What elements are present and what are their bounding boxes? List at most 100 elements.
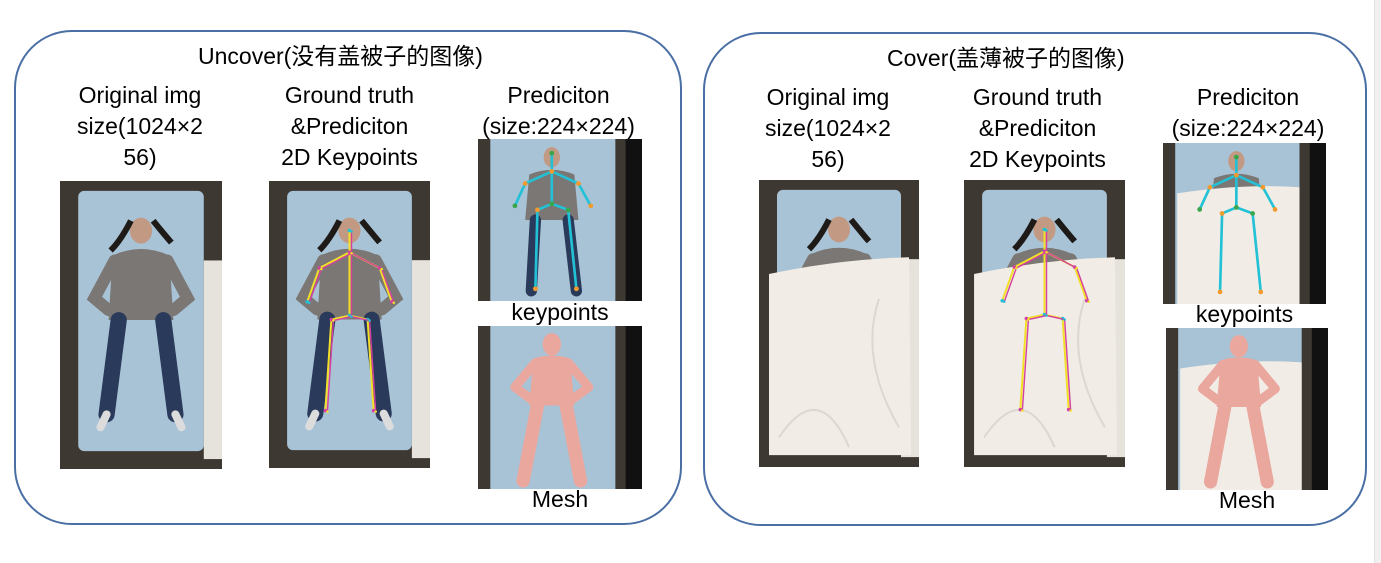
pred-skeleton-joint [392, 301, 396, 304]
pred-skeleton-bone [368, 319, 377, 413]
cover-keypoints-svg [1163, 143, 1326, 304]
pred-skeleton-joint [1217, 289, 1223, 295]
pred-skeleton-joint [1045, 250, 1048, 254]
blanket [974, 257, 1117, 456]
scrollbar[interactable] [1374, 0, 1381, 563]
gt-skeleton-bone [324, 318, 333, 412]
pred-skeleton-joint [1258, 289, 1264, 295]
uncover-keypoints-svg [478, 139, 642, 301]
mesh-arms [510, 358, 594, 404]
pred-skeleton-bone [1235, 173, 1265, 189]
mesh-head [542, 333, 562, 356]
pred-skeleton-joint [549, 169, 555, 174]
hair [317, 218, 382, 253]
pred-skeleton-joint [368, 319, 371, 322]
mesh-torso [1216, 357, 1262, 407]
pred-skeleton-joint [512, 203, 518, 209]
hair [1012, 217, 1077, 252]
pred-skeleton-joint [320, 267, 323, 271]
pred-skeleton-bone [1045, 251, 1078, 269]
pred-skeleton-joint [1015, 266, 1018, 270]
blanket-folds [778, 298, 900, 448]
pred-skeleton-bone [1045, 314, 1066, 321]
uncover-mesh-svg [478, 326, 642, 489]
pred-skeleton-bone [550, 202, 570, 212]
pred-skeleton-joint [326, 410, 329, 413]
pred-skeleton-joint [1087, 300, 1091, 303]
pred-skeleton-bone [380, 268, 395, 304]
uncover-title: Uncover(没有盖被子的图像) [198, 43, 483, 69]
pred-skeleton-joint [535, 207, 540, 213]
gt-skeleton-bone [330, 314, 351, 321]
gt-skeleton-bone [318, 251, 351, 270]
uncover-original-image [60, 181, 222, 469]
pred-skeleton-joint [1207, 184, 1213, 190]
pred-skeleton-bone [326, 319, 335, 413]
mesh-arms [1197, 359, 1280, 406]
pred-skeleton-bone [350, 315, 371, 322]
gt-skeleton-bone [306, 267, 321, 303]
uncover-keypoints-image [478, 139, 642, 301]
gt-skeleton-bone [1001, 266, 1016, 302]
mesh-legs [516, 398, 588, 488]
pred-skeleton-joint [1075, 266, 1078, 270]
pred-skeleton-joint [350, 230, 353, 233]
pred-skeleton-joint [576, 181, 581, 186]
pred-skeleton-bone [350, 252, 383, 270]
pred-skeleton-bone [332, 315, 353, 322]
uncover-prediction-label: Prediciton(size:224×224) [482, 82, 635, 139]
pred-skeleton-joint [1002, 300, 1006, 303]
uncover-original-svg [60, 181, 222, 469]
gt-skeleton-bone [1013, 250, 1046, 269]
pred-skeleton-joint [350, 315, 353, 318]
mesh-head [1229, 335, 1249, 358]
pred-skeleton-bone [550, 170, 580, 185]
pred-skeleton-joint [374, 410, 377, 413]
uncover-mesh-label: Mesh [531, 486, 589, 512]
pred-skeleton-joint [1027, 318, 1030, 321]
pred-skeleton-bone [577, 182, 593, 208]
pred-skeleton-joint [1021, 409, 1024, 412]
gt-skeleton-bone [378, 267, 393, 303]
pred-skeleton-bone [1075, 267, 1090, 303]
legs [98, 312, 184, 423]
pred-skeleton-joint [380, 267, 383, 271]
side-sheet [203, 260, 222, 460]
blanket [1177, 186, 1300, 304]
cover-prediction-label: Prediciton(size:224×224) [1171, 84, 1325, 141]
pred-skeleton-bone [1027, 314, 1048, 321]
pred-skeleton-bone [1063, 318, 1072, 412]
mesh-torso [529, 355, 575, 406]
pred-skeleton-bone [1261, 185, 1277, 211]
pred-skeleton-bone [1015, 251, 1048, 269]
pred-skeleton-joint [1233, 154, 1239, 160]
pred-skeleton-joint [1045, 229, 1048, 232]
pred-skeleton-joint [1250, 211, 1256, 216]
cover-title: Cover(盖薄被子的图像) [887, 45, 1125, 71]
cover-mesh-label: Mesh [1218, 487, 1276, 513]
pred-skeleton-joint [549, 150, 555, 156]
gt-skeleton-bone [1019, 317, 1028, 411]
pred-skeleton-joint [533, 286, 538, 292]
hair [806, 217, 872, 252]
pred-skeleton-joint [549, 201, 555, 207]
cover-mesh-image [1166, 328, 1328, 490]
cover-groundtruth-svg [964, 180, 1125, 467]
pred-skeleton-joint [1233, 205, 1239, 210]
uncover-groundtruth-image [269, 181, 430, 468]
pred-skeleton-bone [1235, 206, 1254, 215]
pred-skeleton-bone [534, 208, 539, 291]
cover-mesh-svg [1166, 328, 1328, 490]
pred-skeleton-joint [1045, 314, 1048, 317]
pred-skeleton-joint [1272, 207, 1278, 212]
pred-skeleton-joint [574, 286, 579, 292]
gt-skeleton-bone [1073, 266, 1088, 302]
blanket [769, 257, 911, 456]
pred-skeleton-bone [536, 202, 554, 212]
pred-skeleton-bone [1021, 318, 1030, 412]
uncover-groundtruth-svg [269, 181, 430, 468]
legs [307, 311, 392, 422]
